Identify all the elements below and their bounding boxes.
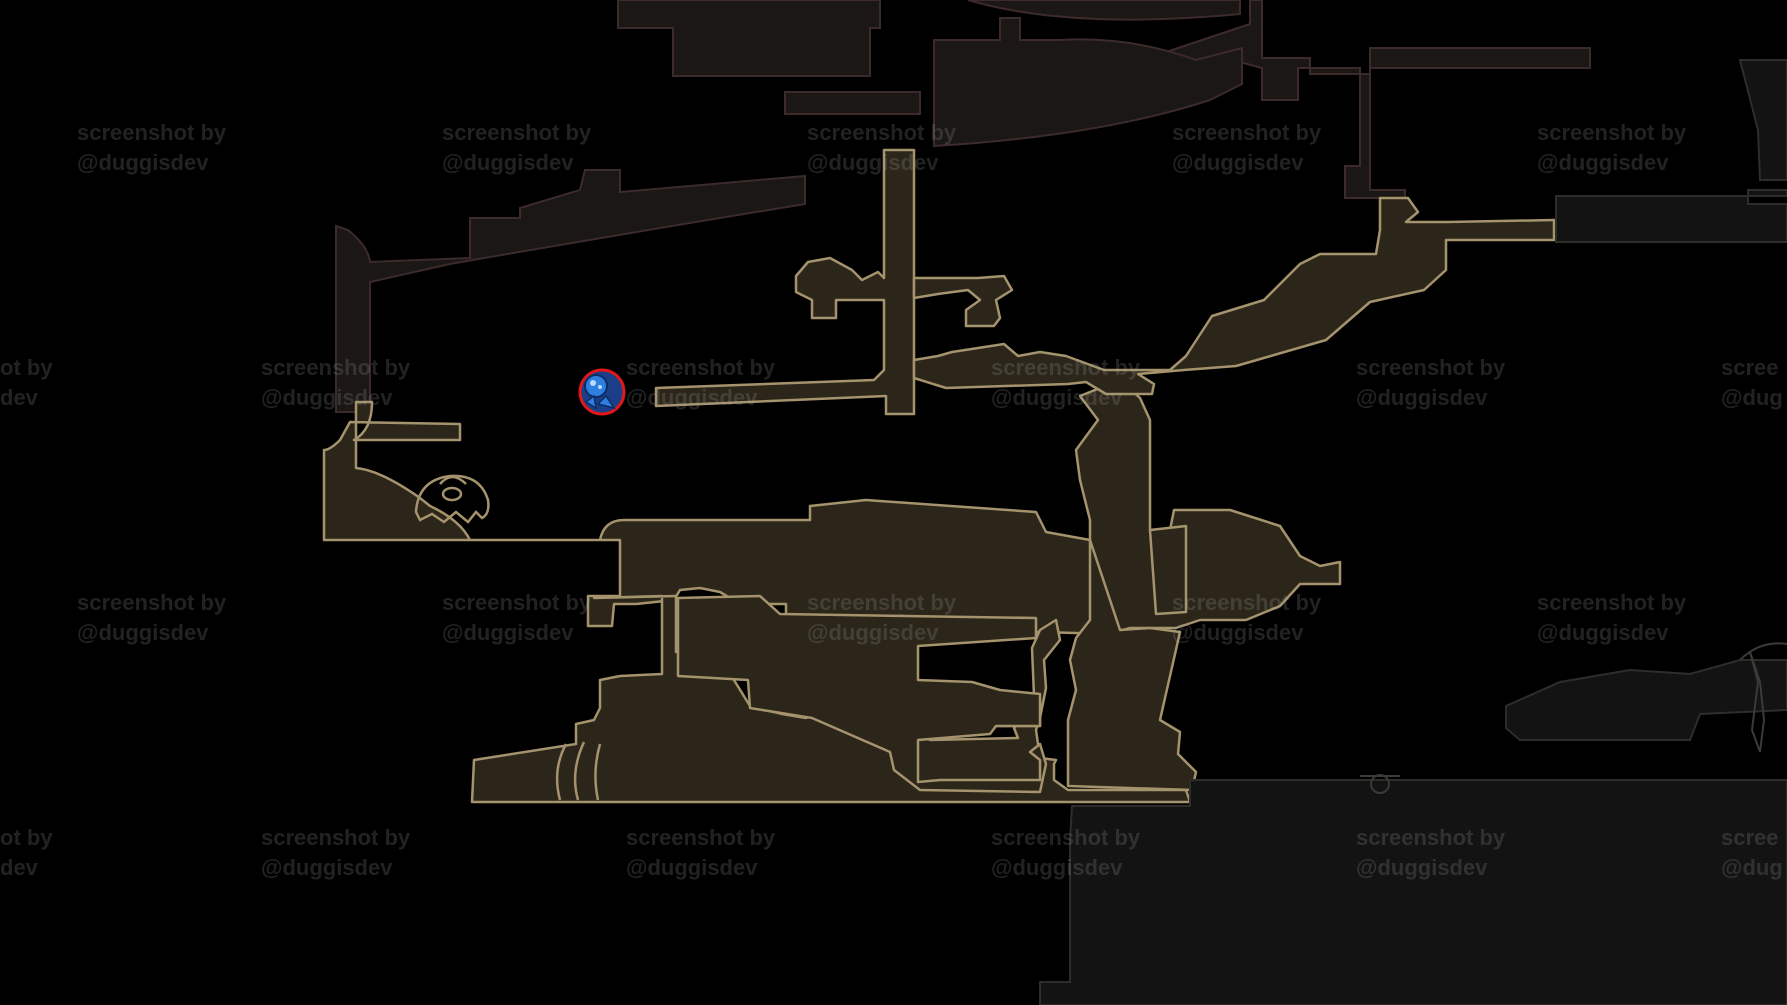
unexplored-region-top <box>335 0 1591 413</box>
ring-shrine-icon <box>1360 774 1400 794</box>
stalactite-icon <box>1739 642 1787 753</box>
shell-icon <box>414 474 490 524</box>
claw-marks-icon <box>555 741 602 801</box>
player-location-marker[interactable] <box>578 368 626 416</box>
dim-region-right <box>1039 59 1787 1005</box>
